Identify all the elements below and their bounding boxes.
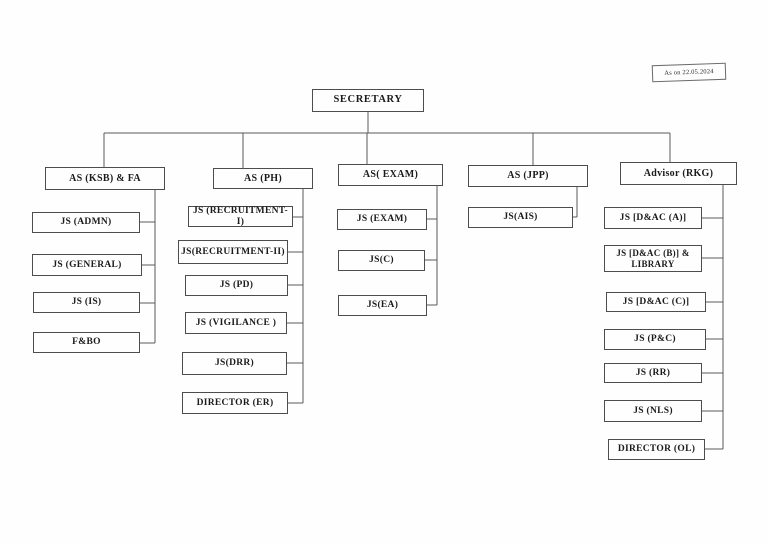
node-js-is: JS (IS) bbox=[33, 292, 140, 313]
root-connector bbox=[103, 112, 671, 168]
node-js-general: JS (GENERAL) bbox=[32, 254, 142, 276]
col3-connectors bbox=[425, 186, 438, 306]
node-js-vigilance: JS (VIGILANCE ) bbox=[185, 312, 287, 334]
node-js-dac-b-library: JS [D&AC (B)] & LIBRARY bbox=[604, 245, 702, 272]
node-js-ea: JS(EA) bbox=[338, 295, 427, 316]
node-as-ph: AS (PH) bbox=[213, 168, 313, 189]
node-js-nls: JS (NLS) bbox=[604, 400, 702, 422]
node-js-recruitment-2: JS(RECRUITMENT-II) bbox=[178, 240, 288, 264]
col2-connectors bbox=[287, 189, 304, 404]
node-js-admn: JS (ADMN) bbox=[32, 212, 140, 233]
node-js-ais: JS(AIS) bbox=[468, 207, 573, 228]
node-js-pd: JS (PD) bbox=[185, 275, 288, 296]
node-js-exam: JS (EXAM) bbox=[337, 209, 427, 230]
node-js-dac-c: JS [D&AC (C)] bbox=[606, 292, 706, 312]
node-js-dac-a: JS [D&AC (A)] bbox=[604, 207, 702, 229]
node-as-ksb-fa: AS (KSB) & FA bbox=[45, 167, 165, 190]
node-director-er: DIRECTOR (ER) bbox=[182, 392, 288, 414]
node-js-recruitment-1: JS (RECRUITMENT-I) bbox=[188, 206, 293, 227]
node-js-drr: JS(DRR) bbox=[182, 352, 287, 375]
node-as-jpp: AS (JPP) bbox=[468, 165, 588, 187]
node-js-rr: JS (RR) bbox=[604, 363, 702, 383]
node-advisor-rkg: Advisor (RKG) bbox=[620, 162, 737, 185]
node-js-pc: JS (P&C) bbox=[604, 329, 706, 350]
col4-connectors bbox=[573, 187, 578, 218]
node-f-bo: F&BO bbox=[33, 332, 140, 353]
col1-connectors bbox=[140, 190, 156, 344]
date-stamp: As on 22.05.2024 bbox=[651, 62, 727, 83]
col5-connectors bbox=[702, 185, 724, 450]
node-secretary: SECRETARY bbox=[312, 89, 424, 112]
node-as-exam: AS( EXAM) bbox=[338, 164, 443, 186]
node-js-c: JS(C) bbox=[338, 250, 425, 271]
node-director-ol: DIRECTOR (OL) bbox=[608, 439, 705, 460]
